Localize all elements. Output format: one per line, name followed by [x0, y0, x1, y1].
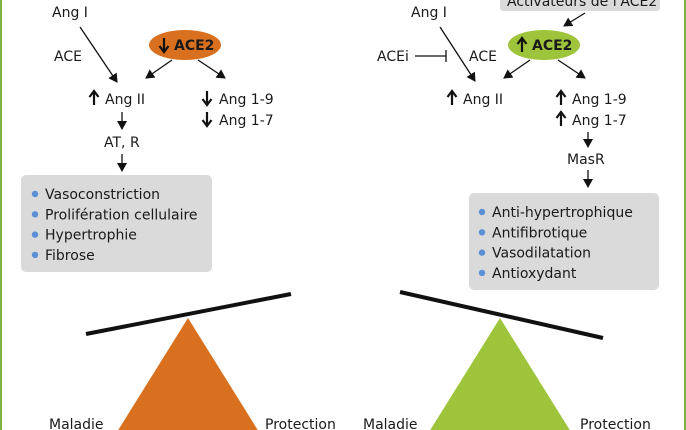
left-balance: Maladie Protection [49, 292, 336, 430]
left-balance-triangle [118, 318, 258, 430]
left-effect-item: Vasoconstriction [45, 187, 160, 203]
left-ace-label: ACE [54, 49, 82, 65]
left-balance-beam [85, 292, 292, 336]
left-receptor-label: AT, R [104, 135, 140, 151]
right-effect-item: Vasodilatation [492, 246, 591, 262]
right-ang2-up-arrow-icon [446, 89, 458, 105]
right-ang17-label: Ang 1-7 [572, 113, 627, 129]
left-ace2-label: ACE2 [174, 38, 214, 54]
right-balance: Maladie Protection [363, 290, 651, 430]
right-ang19-label: Ang 1-9 [572, 92, 627, 108]
right-effect-bullet-icon [478, 249, 486, 256]
right-receptor-label: MasR [567, 152, 605, 168]
left-ang19-label: Ang 1-9 [219, 92, 274, 108]
left-ang2-up-arrow-icon [88, 89, 100, 105]
right-ang19-up-arrow-icon [555, 89, 567, 105]
right-balance-triangle [430, 318, 570, 430]
right-ace2-up-arrow-icon [516, 36, 528, 52]
left-pathway: Ang I ACE ACE2 Ang II Ang 1-9 Ang 1-7 AT… [21, 5, 274, 272]
right-ang1-to-ang2-arrow [439, 26, 476, 82]
right-protection-label: Protection [580, 417, 651, 430]
right-ace-label: ACE [469, 49, 497, 65]
right-ace2-to-ang19-arrow [557, 59, 586, 79]
left-ang17-down-arrow-icon [201, 112, 213, 128]
left-ang1-to-ang2-arrow [79, 26, 118, 83]
activators-to-ace2-arrow [563, 12, 586, 27]
left-ang19-down-arrow-icon [201, 91, 213, 107]
right-maladie-label: Maladie [363, 417, 418, 430]
right-ace2-to-ang2-arrow [503, 59, 531, 79]
left-effect-bullet-icon [31, 231, 39, 238]
right-ang2-label: Ang II [463, 92, 503, 108]
right-effect-bullet-icon [478, 229, 486, 236]
left-effect-bullet-icon [31, 190, 39, 198]
left-ace2-down-arrow-icon [158, 38, 170, 54]
right-effect-bullet-icon [478, 269, 486, 277]
left-effects-box [21, 175, 212, 272]
right-effect-item: Antifibrotique [492, 225, 587, 241]
left-effect-bullet-icon [31, 211, 39, 218]
left-effect-item: Prolifération cellulaire [45, 207, 198, 223]
right-pathway: Activateurs de l'ACE2 Ang I ACEi ACE ACE… [377, 0, 660, 290]
right-activators-box [500, 0, 660, 11]
left-ace2-to-ang19-arrow [197, 59, 226, 79]
right-activators-label: Activateurs de l'ACE2 [507, 0, 657, 10]
left-effect-item: Fibrose [45, 248, 95, 264]
left-ace2-to-ang2-arrow [145, 59, 173, 79]
left-ang17-label: Ang 1-7 [219, 113, 274, 129]
left-ang1-label: Ang I [52, 5, 88, 21]
right-balance-beam [399, 290, 604, 340]
left-effect-item: Hypertrophie [45, 228, 137, 244]
left-ace2-ellipse [149, 30, 221, 60]
right-effect-bullet-icon [478, 208, 486, 216]
right-effect-item: Anti-hypertrophique [492, 205, 633, 221]
right-effects-list: Anti-hypertrophiqueAntifibrotiqueVasodil… [478, 205, 633, 282]
left-effect-bullet-icon [31, 251, 39, 259]
left-protection-label: Protection [265, 417, 336, 430]
right-ang17-up-arrow-icon [555, 110, 567, 126]
right-effect-item: Antioxydant [492, 266, 577, 282]
right-ace2-ellipse [508, 30, 580, 60]
right-acei-label: ACEi [377, 49, 409, 65]
right-ace2-label: ACE2 [532, 38, 572, 54]
left-ang2-label: Ang II [105, 92, 145, 108]
right-effects-box [469, 193, 659, 290]
right-ang1-label: Ang I [411, 5, 447, 21]
left-maladie-label: Maladie [49, 417, 104, 430]
